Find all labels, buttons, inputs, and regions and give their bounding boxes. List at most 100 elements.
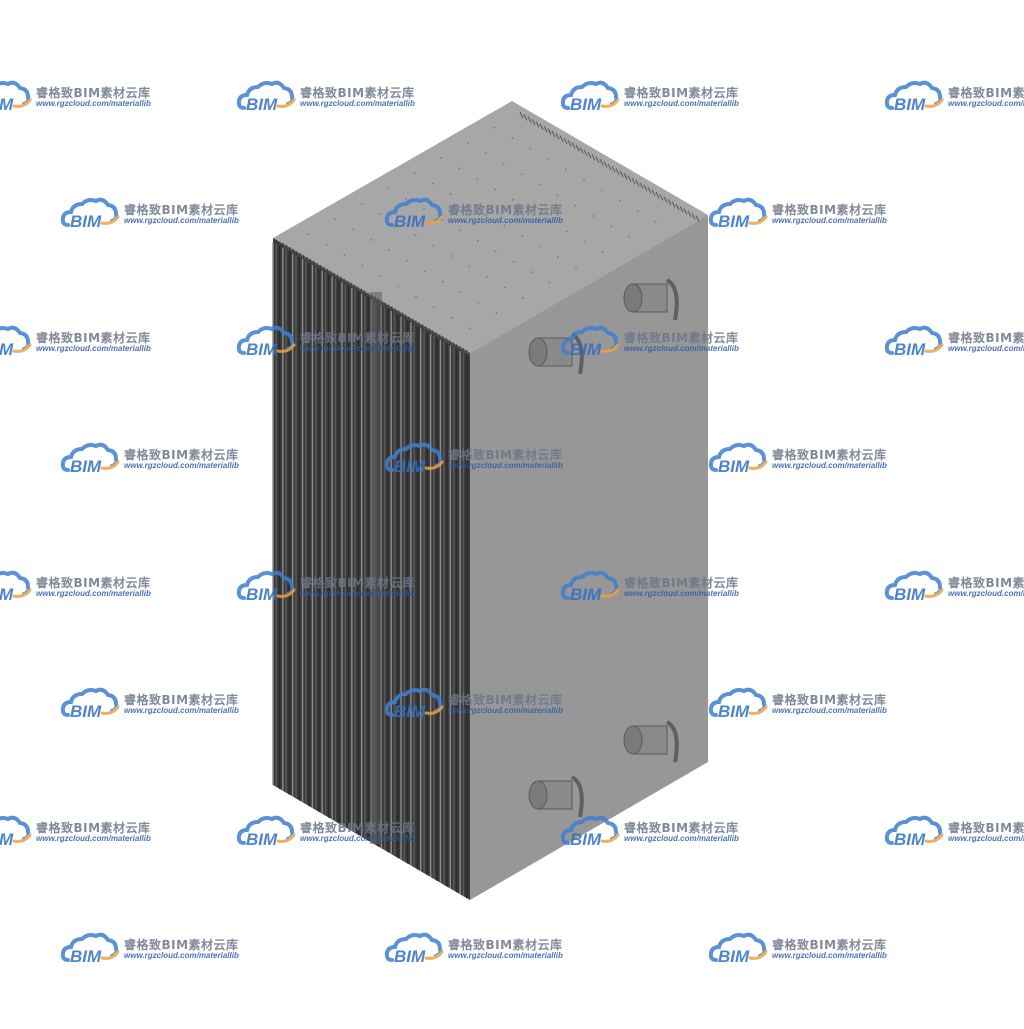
top-dot <box>521 235 524 237</box>
edge-tooth <box>391 306 396 313</box>
top-dot <box>511 137 514 139</box>
watermark-brand: 睿格致BIM素材云库 <box>448 938 563 952</box>
edge-tooth <box>296 250 301 258</box>
top-dot <box>495 312 498 314</box>
top-dot <box>557 256 559 258</box>
edge-tooth <box>539 123 544 131</box>
top-dot <box>494 250 497 253</box>
edge-tooth <box>309 258 314 266</box>
top-dot <box>352 228 354 231</box>
watermark-url: www.rgzcloud.com/materiallib <box>36 344 151 353</box>
edge-tooth <box>639 182 644 189</box>
nozzle-icon <box>623 278 679 321</box>
edge-tooth <box>435 331 440 339</box>
bim-cloud-logo-icon <box>708 687 768 717</box>
top-dot <box>493 126 496 129</box>
plate-lines <box>272 242 468 899</box>
top-dot <box>575 266 577 269</box>
top-dot <box>484 152 487 155</box>
edge-tooth <box>591 154 596 161</box>
watermark-bim-text: BIM <box>894 340 926 359</box>
bim-cloud-logo-icon <box>708 197 768 227</box>
top-dot <box>529 147 532 150</box>
top-dot <box>468 265 471 268</box>
edge-tooth <box>313 260 318 268</box>
watermark-brand: 睿格致BIM素材云库 <box>448 693 563 707</box>
watermark-url: www.rgzcloud.com/materiallib <box>772 951 887 960</box>
watermark: BIM 睿格致BIM素材云库 www.rgzcloud.com/material… <box>236 813 416 853</box>
edge-tooth <box>421 324 426 331</box>
edge-tooth <box>571 142 576 149</box>
edge-tooth <box>282 242 287 250</box>
edge-tooth <box>452 341 457 349</box>
watermark: BIM 睿格致BIM素材云库 www.rgzcloud.com/material… <box>560 813 740 853</box>
top-dot <box>512 198 514 201</box>
watermark-bim-text: BIM <box>718 212 750 231</box>
edge-tooth <box>599 158 604 166</box>
top-dot <box>601 189 603 192</box>
edge-tooth <box>381 300 386 307</box>
nozzle-icon <box>528 775 584 818</box>
edge-tooth <box>535 121 540 128</box>
edge-tooth <box>370 294 375 301</box>
bim-cloud-logo-icon <box>384 687 444 717</box>
watermark-url: www.rgzcloud.com/materiallib <box>300 589 415 598</box>
edge-tooth <box>340 276 345 283</box>
watermark-url: www.rgzcloud.com/materiallib <box>948 589 1024 598</box>
watermark: BIM 睿格致BIM素材云库 www.rgzcloud.com/material… <box>884 568 1024 608</box>
top-dot <box>538 183 541 186</box>
edge-tooth <box>679 205 684 213</box>
edge-tooth <box>408 316 413 323</box>
edge-tooth <box>567 140 572 147</box>
edge-tooth <box>449 339 454 347</box>
top-edge-teeth <box>282 111 700 357</box>
edge-tooth <box>531 118 536 126</box>
edge-tooth <box>404 314 409 321</box>
watermark-brand: 睿格致BIM素材云库 <box>948 821 1024 835</box>
bim-cloud-logo-icon <box>884 80 944 110</box>
edge-tooth <box>455 343 460 351</box>
edge-tooth <box>543 125 548 133</box>
top-dot <box>433 306 435 309</box>
edge-tooth <box>432 329 437 337</box>
watermark-bim-text: BIM <box>394 457 426 476</box>
bim-cloud-logo-icon <box>884 815 944 845</box>
nozzle-flange <box>665 720 679 763</box>
edge-tooth <box>401 312 406 319</box>
edge-tooth <box>555 132 560 140</box>
bim-cloud-logo-icon <box>708 442 768 472</box>
guide-bar <box>370 292 382 844</box>
watermark-url: www.rgzcloud.com/materiallib <box>36 834 151 843</box>
watermark-bim-text: BIM <box>0 95 14 114</box>
edge-tooth <box>579 147 584 154</box>
top-dot <box>431 182 434 185</box>
edge-tooth <box>333 272 338 279</box>
edge-tooth <box>442 335 447 343</box>
watermark-brand: 睿格致BIM素材云库 <box>124 938 239 952</box>
top-dot <box>504 286 506 289</box>
edge-tooth <box>559 135 564 142</box>
top-dot <box>432 244 435 247</box>
top-dot <box>397 285 400 288</box>
nozzle-end <box>623 725 643 755</box>
top-dot <box>503 224 506 227</box>
top-dot <box>458 229 461 232</box>
top-dot <box>476 178 479 180</box>
watermark-bim-text: BIM <box>394 947 426 966</box>
watermark: BIM 睿格致BIM素材云库 www.rgzcloud.com/material… <box>384 440 564 480</box>
watermark-brand: 睿格致BIM素材云库 <box>772 693 887 707</box>
watermark-brand: 睿格致BIM素材云库 <box>36 86 151 100</box>
top-dot <box>441 280 444 283</box>
edge-tooth <box>523 114 528 121</box>
edge-tooth <box>651 189 656 196</box>
nozzles <box>528 278 679 818</box>
edge-tooth <box>655 191 660 199</box>
top-dot <box>556 194 559 197</box>
top-dot <box>529 209 532 212</box>
edge-tooth <box>627 175 632 182</box>
watermark-brand: 睿格致BIM素材云库 <box>772 448 887 462</box>
top-dot <box>379 275 382 277</box>
edge-tooth <box>428 327 433 335</box>
watermark-url: www.rgzcloud.com/materiallib <box>36 99 151 108</box>
